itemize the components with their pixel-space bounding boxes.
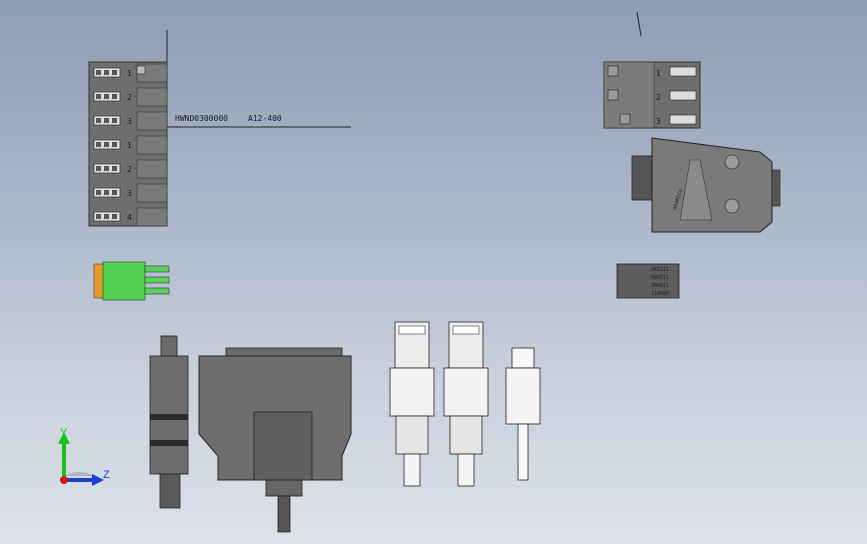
- screw-icon[interactable]: [724, 198, 740, 214]
- mini-connector-right[interactable]: DEE111 000111 300011 110000: [616, 263, 680, 299]
- cylindrical-connector[interactable]: [149, 335, 189, 509]
- pin-label: 4: [127, 213, 132, 222]
- z-axis-head: [92, 474, 104, 486]
- pin-label: 1: [127, 69, 132, 78]
- pin-label: 3: [127, 189, 132, 198]
- rj45-connector-1[interactable]: [389, 321, 435, 487]
- pin-number-labels: 1 2 3 1 2 3 4: [127, 69, 132, 222]
- screw-icon[interactable]: [724, 154, 740, 170]
- pin-label: 1: [656, 69, 661, 78]
- revision-label: A12-400: [248, 114, 282, 123]
- pin-rows: [93, 63, 168, 227]
- orange-release-tabs: [93, 263, 105, 299]
- pin-label: 3: [656, 117, 661, 126]
- pin-label: 2: [127, 165, 132, 174]
- usb-connector[interactable]: [505, 347, 541, 481]
- terminal-block-small-right[interactable]: 1 2 3: [603, 11, 701, 129]
- pin-label: 3: [127, 117, 132, 126]
- pin-label: 2: [656, 93, 661, 102]
- z-axis-label: Z: [103, 469, 110, 481]
- pin-label: 2: [127, 93, 132, 102]
- y-axis-label: Y: [60, 427, 68, 439]
- rj45-connector-2[interactable]: [443, 321, 489, 487]
- row-label: 110000: [651, 291, 669, 297]
- row-label: 300011: [651, 283, 669, 289]
- row-label: DEE111: [651, 267, 669, 273]
- x-axis-dot: [60, 476, 68, 484]
- cable-stub: [277, 495, 291, 533]
- terminal-block-large[interactable]: 1 2 3 1 2 3 4 HWND0300000 A12-400: [88, 30, 351, 227]
- terminal-block-green[interactable]: [93, 261, 170, 301]
- db-connector[interactable]: ADAMICU: [631, 137, 781, 233]
- y-axis-head: [58, 432, 70, 444]
- scsi-connector[interactable]: [198, 347, 352, 533]
- row-label: 000111: [651, 275, 669, 281]
- pin-label: 1: [127, 141, 132, 150]
- leader-line: [636, 11, 642, 37]
- coordinate-triad[interactable]: Y Z: [58, 427, 110, 486]
- green-housing: [102, 261, 146, 301]
- part-number-label: HWND0300000: [175, 114, 228, 123]
- connector-hood: [651, 137, 773, 233]
